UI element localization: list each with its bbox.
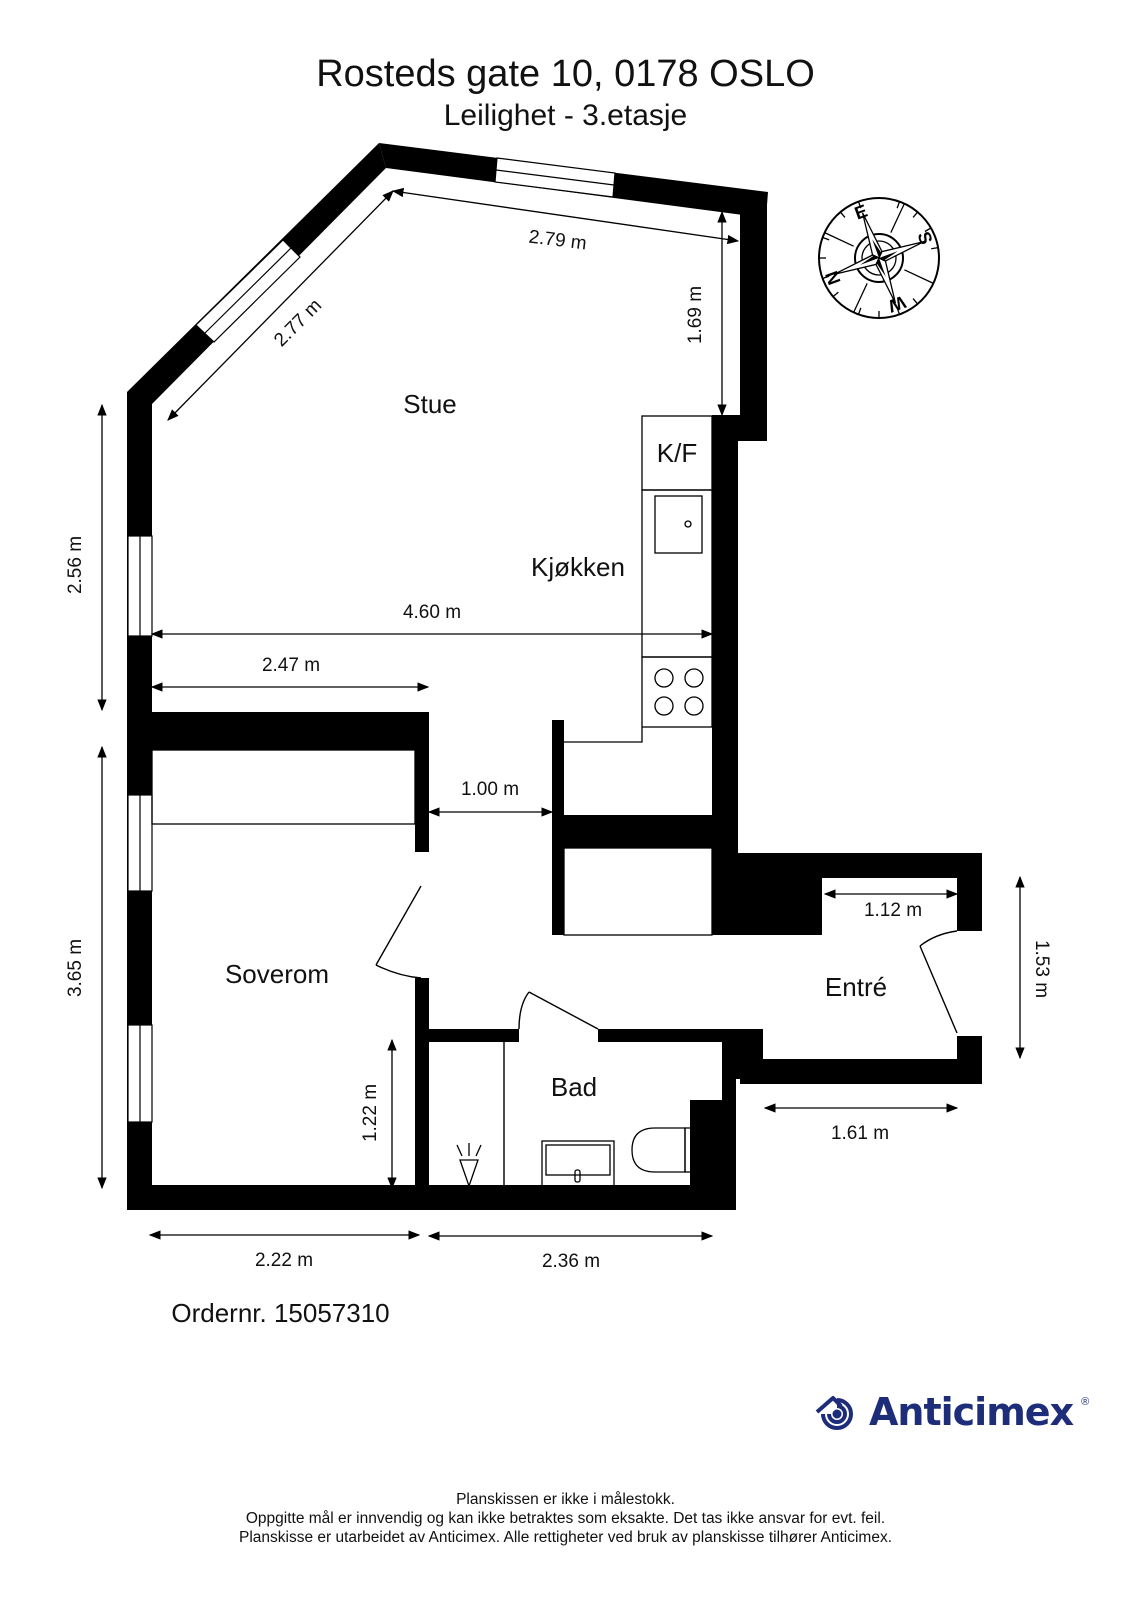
shower-icon: [456, 1143, 482, 1188]
room-label-kjokken: Kjøkken: [531, 552, 625, 582]
dim-entre-bottom: 1.61 m: [831, 1123, 889, 1144]
compass-s: S: [914, 229, 937, 247]
disclaimer-line-1: Planskissen er ikke i målestokk.: [456, 1491, 675, 1508]
walls: [127, 143, 982, 1210]
dimension-lines: [97, 187, 1025, 1241]
room-label-soverom: Soverom: [225, 959, 329, 989]
compass-w: W: [886, 292, 909, 317]
windows: [127, 157, 616, 1123]
toilet-icon: [631, 1127, 692, 1173]
dim-stue-lower: 2.47 m: [262, 655, 320, 676]
dim-right-stue: 1.69 m: [685, 286, 706, 344]
anticimex-logo-icon: [815, 1396, 853, 1430]
brand-name: Anticimex: [869, 1390, 1074, 1434]
dim-bad-width: 2.36 m: [542, 1251, 600, 1272]
page-subtitle: Leilighet - 3.etasje: [443, 99, 688, 132]
room-label-entre: Entré: [825, 972, 887, 1002]
doors: [375, 885, 958, 1185]
dim-hall-width: 1.00 m: [461, 779, 519, 800]
dim-bad-height: 1.22 m: [360, 1084, 381, 1142]
stove-icon: [641, 656, 713, 728]
brand-logo: Anticimex ®: [815, 1390, 1089, 1434]
sink-icon: [654, 495, 703, 554]
compass-e: E: [852, 201, 870, 224]
room-label-stue: Stue: [403, 389, 457, 419]
dim-stue-width: 4.60 m: [403, 602, 461, 623]
washbasin-icon: [541, 1140, 615, 1188]
order-number: Ordernr. 15057310: [171, 1298, 390, 1328]
room-label-kf: K/F: [657, 438, 697, 468]
wardrobe: [151, 749, 416, 825]
disclaimer: Planskissen er ikke i målestokk. Oppgitt…: [0, 1490, 1131, 1547]
dim-entre-height: 1.53 m: [1031, 940, 1052, 998]
registered-mark: ®: [1081, 1396, 1090, 1408]
page-title: Rosteds gate 10, 0178 OSLO: [316, 53, 815, 95]
disclaimer-line-2: Oppgitte mål er innvendig og kan ikke be…: [245, 1510, 886, 1527]
dim-diagonal-wall: 2.77 m: [270, 295, 326, 351]
dim-soverom-width: 2.22 m: [255, 1250, 313, 1271]
room-label-bad: Bad: [551, 1072, 597, 1102]
disclaimer-line-3: Planskisse er utarbeidet av Anticimex. A…: [238, 1529, 892, 1546]
compass-rose-icon: E S W N: [818, 197, 940, 319]
dim-left-stue: 2.56 m: [65, 536, 86, 594]
dim-entre-top: 1.12 m: [864, 900, 922, 921]
kitchen-counter: [563, 415, 713, 936]
compass-n: N: [821, 268, 844, 287]
dim-soverom-height: 3.65 m: [65, 939, 86, 997]
dim-top-wall: 2.79 m: [528, 227, 588, 255]
